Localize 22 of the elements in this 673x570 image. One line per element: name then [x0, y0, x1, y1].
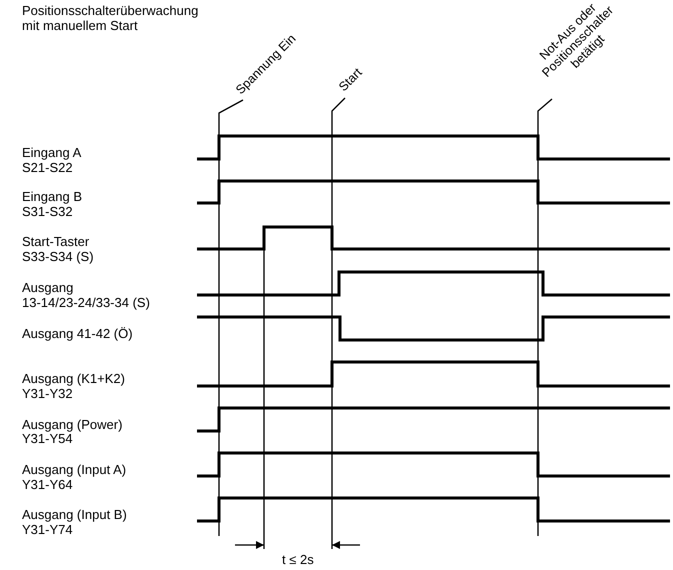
signal-name: Y31-Y64	[22, 477, 73, 492]
leader-line	[537, 98, 552, 121]
signal-name: S31-S32	[22, 204, 73, 219]
signal-name: Y31-Y54	[22, 431, 73, 446]
signal-name: Y31-Y32	[22, 386, 73, 401]
dimension-label: t ≤ 2s	[282, 552, 314, 567]
signal-name: S33-S34 (S)	[22, 249, 94, 264]
signal-name: Eingang A	[22, 145, 82, 160]
leader-line	[218, 99, 244, 121]
signal-name: Ausgang (Input B)	[22, 507, 127, 522]
signal-name: S21-S22	[22, 160, 73, 175]
signal-name: Ausgang (Input A)	[22, 462, 126, 477]
signal-name: Ausgang	[22, 280, 74, 295]
signal-name: Eingang B	[22, 189, 82, 204]
signal-name: Ausgang (K1+K2)	[22, 371, 125, 386]
signal-name: Start-Taster	[22, 234, 90, 249]
signal-name: Ausgang 41-42 (Ö)	[22, 326, 133, 341]
signal-name: Y31-Y74	[22, 522, 73, 537]
signal-name: 13-14/23-24/33-34 (S)	[22, 295, 150, 310]
leader-line	[331, 98, 346, 121]
diagram-title: Positionsschalterüberwachung mit manuellem Start	[22, 3, 200, 33]
signal-name: Ausgang (Power)	[22, 417, 122, 432]
